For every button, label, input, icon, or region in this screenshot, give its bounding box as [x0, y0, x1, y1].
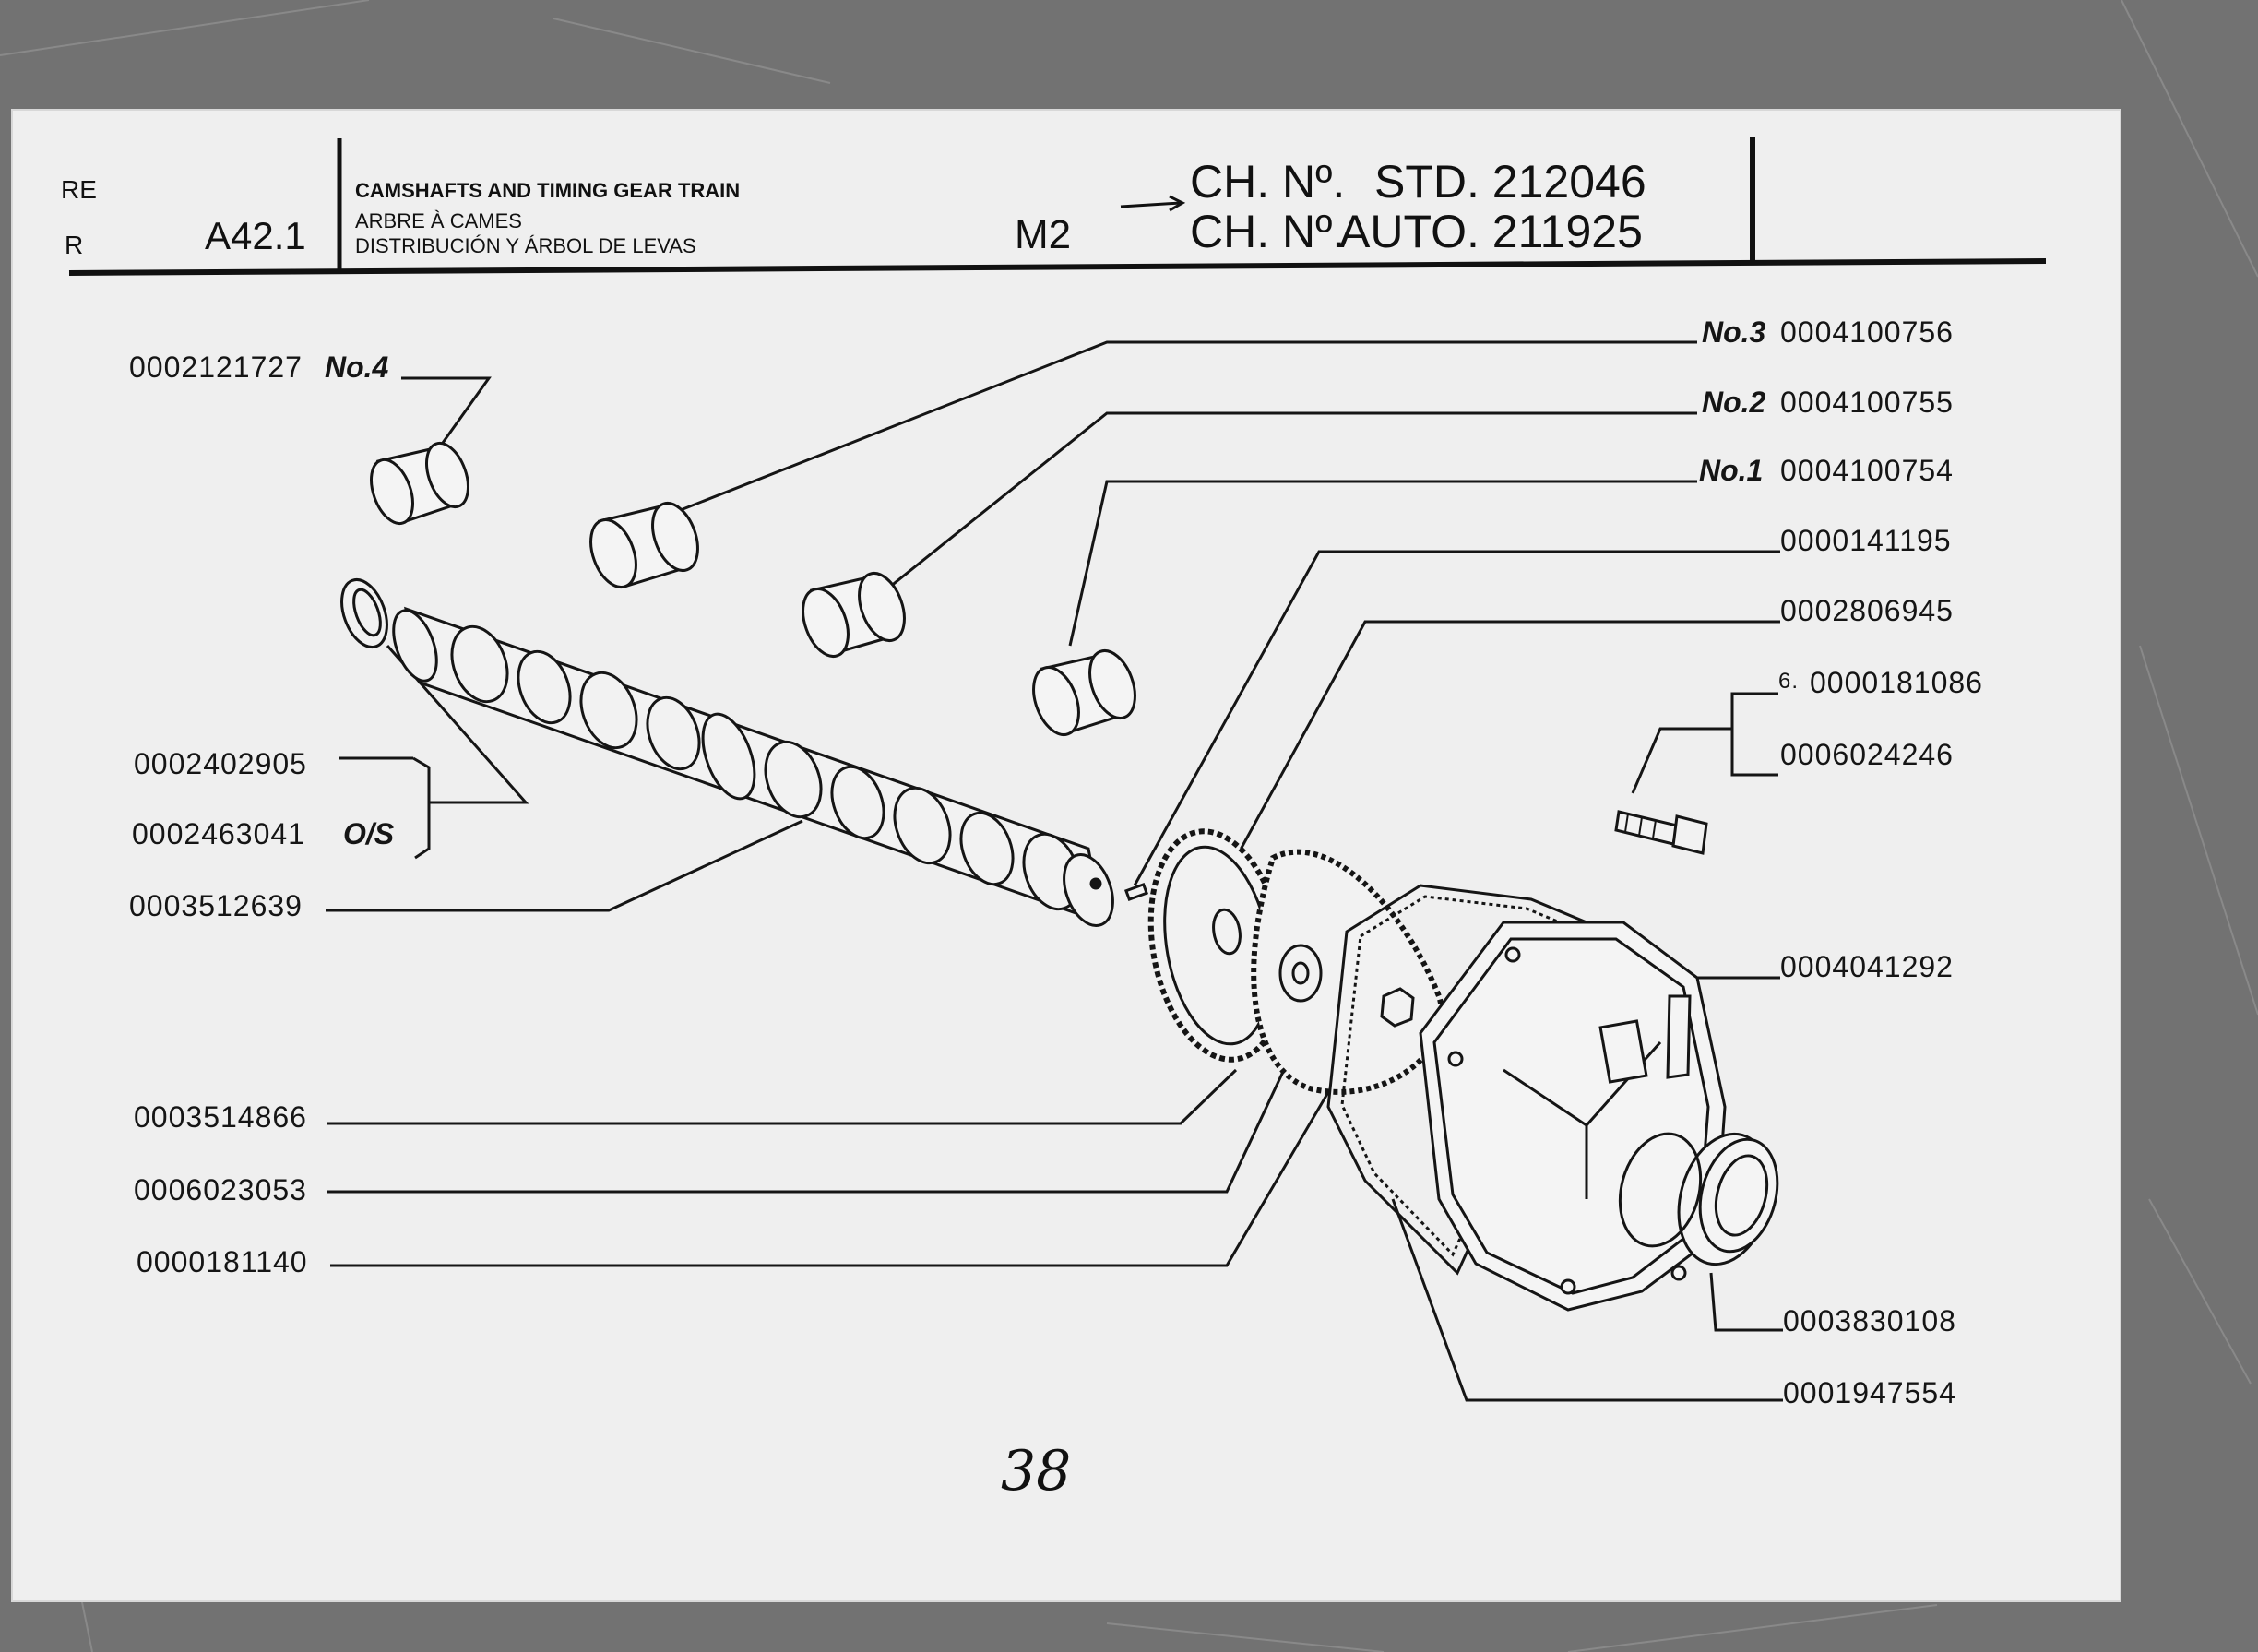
part-number-right-8: 0004041292 — [1780, 950, 1954, 983]
chassis-std-value: STD. 212046 — [1374, 156, 1646, 208]
leader-lines — [326, 340, 1783, 1402]
camshaft — [340, 578, 1114, 927]
part-number-right-10: 0001947554 — [1783, 1376, 1956, 1409]
part-number-right-5: 0002806945 — [1780, 594, 1954, 627]
bolt — [1614, 810, 1708, 855]
ref-label: RE — [61, 175, 97, 204]
part-number-left-3: 0002463041 — [132, 817, 305, 850]
dowel-pin — [1123, 882, 1149, 902]
camshaft-bearing-no3 — [589, 502, 699, 588]
camshaft-bearing-no2 — [802, 572, 906, 658]
part-number-left-1: 0002121727 — [129, 351, 303, 384]
part-number-right-2: 0004100755 — [1780, 386, 1954, 419]
part-tag-no1: No.1 — [1699, 454, 1764, 487]
title-es: DISTRIBUCIÓN Y ÁRBOL DE LEVAS — [355, 234, 696, 257]
part-number-right-9: 0003830108 — [1783, 1304, 1956, 1337]
part-number-right-4: 0000141195 — [1780, 524, 1952, 557]
ref-code: A42.1 — [205, 214, 306, 257]
part-qty-6: 6. — [1778, 669, 1800, 694]
oil-seal — [1618, 1132, 1779, 1266]
part-number-right-7: 0006024246 — [1780, 738, 1954, 771]
part-tag-no2: No.2 — [1702, 386, 1766, 419]
timing-chain — [1251, 849, 1445, 1095]
header-rules — [68, 137, 2047, 276]
nut — [1380, 987, 1415, 1028]
chassis-auto-value: AUTO. 211925 — [1339, 206, 1643, 257]
part-tag-no4: No.4 — [325, 351, 389, 384]
part-number-right-1: 0004100756 — [1780, 315, 1954, 349]
part-number-right-6: 0000181086 — [1810, 666, 1983, 699]
part-number-left-4: 0003512639 — [129, 889, 303, 922]
page-number: 38 — [1001, 1439, 1072, 1503]
part-number-left-7: 0000181140 — [137, 1245, 308, 1278]
part-number-left-6: 0006023053 — [134, 1173, 307, 1206]
part-tag-no3: No.3 — [1702, 315, 1766, 349]
camshaft-bearing-no4 — [370, 441, 469, 526]
ref-label-2: R — [65, 231, 84, 259]
model-code: M2 — [1015, 212, 1072, 257]
camshaft-sprocket — [1147, 828, 1288, 1063]
chassis-std-label: CH. Nº. — [1190, 156, 1346, 208]
camshaft-bearing-no1 — [1032, 649, 1136, 736]
part-number-right-3: 0004100754 — [1780, 454, 1954, 487]
part-number-left-5: 0003514866 — [134, 1100, 307, 1134]
title-en: CAMSHAFTS AND TIMING GEAR TRAIN — [355, 179, 741, 202]
part-number-left-2: 0002402905 — [134, 747, 307, 780]
chassis-auto-label: CH. Nº. — [1190, 206, 1346, 257]
title-fr: ARBRE À CAMES — [355, 209, 522, 232]
part-tag-os: O/S — [343, 817, 395, 850]
